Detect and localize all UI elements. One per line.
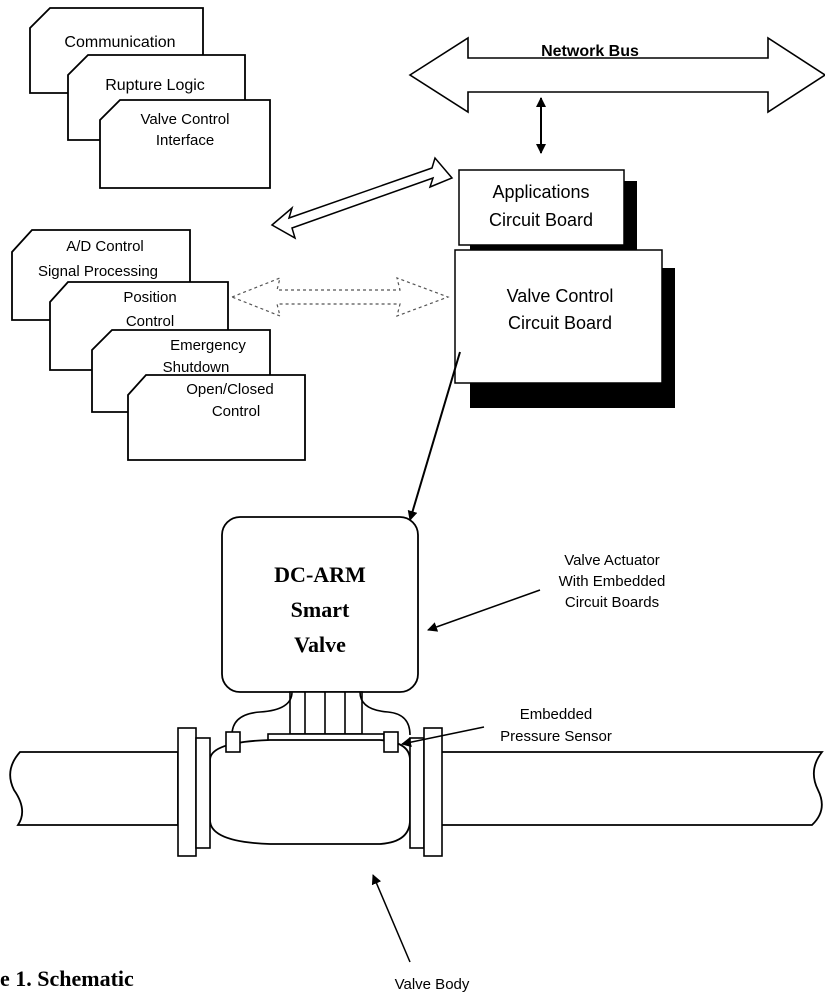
pressure-sensor-ports (225, 731, 399, 753)
emergency-shutdown-line1: Emergency (170, 337, 246, 354)
emergency-shutdown-line2: Shutdown (163, 359, 230, 376)
pressure-sensor-line2: Pressure Sensor (500, 728, 612, 745)
flange-right (409, 727, 443, 857)
interface-link-arrow (270, 156, 454, 240)
valve-control-board: Valve Control Circuit Board (454, 249, 675, 408)
network-bus-label: Network Bus (541, 43, 639, 60)
valve-actuator-line2: With Embedded (559, 573, 666, 590)
caption-fragment: e 1. Schematic (0, 966, 134, 991)
actuator-line1: DC-ARM (274, 562, 366, 587)
actuator-box: DC-ARM Smart Valve (221, 516, 419, 693)
applications-board-line2: Circuit Board (489, 210, 593, 230)
valve-control-interface-line1: Valve Control (141, 111, 230, 128)
applications-board-line1: Applications (492, 182, 589, 202)
position-control-line1: Position (123, 289, 176, 306)
ad-control-line2: Signal Processing (38, 263, 158, 280)
valve-actuator-line3: Circuit Boards (565, 594, 659, 611)
callout-pressure-sensor: Embedded Pressure Sensor (401, 706, 612, 748)
rupture-logic-label: Rupture Logic (105, 77, 205, 94)
valve-control-board-line1: Valve Control (507, 286, 614, 306)
dotted-link-arrow (230, 277, 450, 317)
flange-left (177, 727, 211, 857)
callout-valve-body: Valve Body (371, 874, 470, 993)
valve-control-interface-line2: Interface (156, 132, 214, 149)
valve-actuator-line1: Valve Actuator (564, 552, 660, 569)
valve-body-shape (209, 739, 411, 845)
valve-body-label: Valve Body (395, 976, 470, 993)
module-card-valve-control-interface: Valve Control Interface (99, 99, 271, 189)
open-closed-control-line1: Open/Closed (186, 381, 274, 398)
pressure-sensor-line1: Embedded (520, 706, 593, 723)
module-card-open-closed-control: Open/Closed Control (127, 374, 306, 461)
network-bus: Network Bus (408, 36, 825, 114)
pipe-left (9, 751, 179, 826)
actuator-line3: Valve (294, 632, 346, 657)
pipe-right (439, 751, 824, 826)
position-control-line2: Control (126, 313, 174, 330)
open-closed-control-line2: Control (212, 403, 260, 420)
valve-control-board-line2: Circuit Board (508, 313, 612, 333)
communication-label: Communication (64, 34, 175, 51)
applications-board: Applications Circuit Board (458, 169, 637, 259)
board-to-actuator-arrow (407, 351, 461, 521)
actuator-line2: Smart (291, 597, 350, 622)
callout-valve-actuator: Valve Actuator With Embedded Circuit Boa… (427, 552, 666, 632)
ad-control-line1: A/D Control (66, 238, 144, 255)
